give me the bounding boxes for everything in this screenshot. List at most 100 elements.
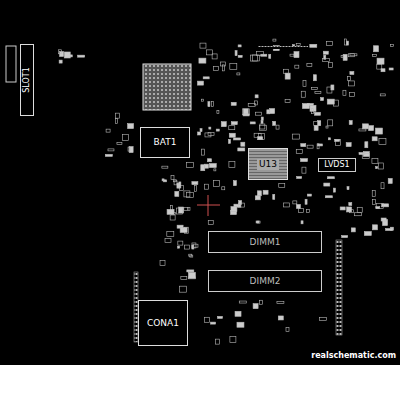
top-connector bbox=[258, 46, 308, 49]
smd-part bbox=[258, 133, 264, 139]
smd-part bbox=[214, 169, 216, 171]
smd-part bbox=[115, 118, 117, 123]
smd-part bbox=[305, 199, 307, 204]
smd-part bbox=[128, 147, 130, 151]
smd-part bbox=[260, 125, 267, 130]
smd-part bbox=[335, 139, 340, 141]
smd-part bbox=[201, 99, 203, 101]
smd-part bbox=[285, 73, 290, 79]
smd-part bbox=[372, 158, 378, 163]
smd-part bbox=[378, 163, 383, 169]
smd-part bbox=[212, 54, 217, 59]
smd-part bbox=[372, 225, 377, 230]
smd-part bbox=[230, 64, 237, 70]
smd-part bbox=[377, 58, 384, 64]
smd-part bbox=[261, 120, 263, 123]
smd-part bbox=[376, 207, 380, 209]
smd-part bbox=[208, 133, 214, 136]
smd-part bbox=[188, 272, 195, 278]
part-designator: CONA1 bbox=[147, 319, 179, 328]
smd-part bbox=[296, 150, 302, 154]
smd-part bbox=[258, 137, 263, 140]
smd-part bbox=[213, 67, 218, 71]
smd-part bbox=[204, 184, 208, 189]
smd-part bbox=[381, 69, 385, 72]
smd-part bbox=[231, 102, 236, 105]
chip-outline: U13 bbox=[248, 148, 288, 180]
smd-part bbox=[167, 209, 174, 214]
smd-part bbox=[167, 232, 174, 237]
part-designator: SLOT1 bbox=[23, 67, 31, 93]
smd-part bbox=[162, 166, 168, 168]
smd-part bbox=[164, 180, 167, 182]
smd-part bbox=[254, 101, 257, 105]
smd-part bbox=[233, 181, 236, 186]
smd-part bbox=[229, 126, 235, 130]
smd-part bbox=[179, 182, 181, 188]
smd-part bbox=[327, 177, 334, 179]
small-slot bbox=[6, 46, 16, 82]
smd-part bbox=[350, 71, 354, 74]
smd-part bbox=[239, 301, 246, 303]
smd-part bbox=[296, 204, 300, 208]
smd-part bbox=[301, 221, 303, 224]
smd-part bbox=[348, 81, 354, 86]
smd-part bbox=[106, 129, 110, 132]
side-connector bbox=[336, 240, 342, 335]
smd-part bbox=[328, 138, 330, 140]
smd-part bbox=[351, 228, 355, 232]
smd-part bbox=[302, 104, 309, 109]
smd-part bbox=[379, 138, 386, 144]
smd-part bbox=[273, 39, 276, 41]
smd-part bbox=[180, 286, 187, 292]
cpu-bga bbox=[143, 64, 191, 110]
smd-part bbox=[170, 215, 175, 220]
smd-part bbox=[267, 110, 270, 114]
smd-part bbox=[207, 50, 213, 55]
smd-part bbox=[160, 260, 165, 265]
smd-part bbox=[171, 175, 174, 179]
smd-part bbox=[307, 194, 311, 196]
smd-part bbox=[343, 54, 347, 60]
smd-part bbox=[327, 87, 332, 93]
smd-part bbox=[211, 101, 213, 106]
smd-part bbox=[189, 254, 192, 256]
smd-part bbox=[270, 109, 275, 114]
smd-part bbox=[279, 183, 285, 187]
smd-part bbox=[328, 120, 333, 126]
smd-part bbox=[253, 304, 258, 309]
dimm-slot: DIMM2 bbox=[208, 270, 322, 292]
part-designator: U13 bbox=[257, 159, 279, 170]
smd-part bbox=[293, 201, 297, 204]
smd-part bbox=[194, 185, 196, 191]
smd-part bbox=[323, 51, 328, 54]
smd-part bbox=[184, 191, 190, 197]
smd-part bbox=[263, 190, 268, 194]
smd-part bbox=[188, 207, 190, 210]
smd-part bbox=[301, 91, 305, 97]
smd-part bbox=[243, 114, 249, 116]
smd-part bbox=[193, 244, 198, 247]
smd-part bbox=[238, 148, 245, 151]
smd-part bbox=[180, 227, 187, 232]
smd-part bbox=[202, 149, 205, 155]
smd-part bbox=[312, 88, 318, 90]
smd-part bbox=[362, 154, 369, 159]
smd-part bbox=[181, 276, 187, 279]
part-designator: DIMM1 bbox=[250, 238, 281, 247]
smd-part bbox=[347, 187, 349, 190]
smd-part bbox=[259, 300, 262, 304]
smd-part bbox=[373, 46, 378, 52]
smd-part bbox=[328, 62, 332, 67]
smd-part bbox=[386, 229, 393, 231]
smd-part bbox=[252, 55, 259, 61]
smd-part bbox=[301, 144, 306, 147]
smd-part bbox=[128, 124, 134, 129]
crosshair bbox=[197, 205, 220, 206]
smd-part bbox=[229, 133, 235, 137]
smd-part bbox=[176, 208, 182, 214]
smd-part bbox=[296, 43, 300, 45]
smd-part bbox=[203, 77, 209, 79]
smd-part bbox=[314, 125, 318, 130]
